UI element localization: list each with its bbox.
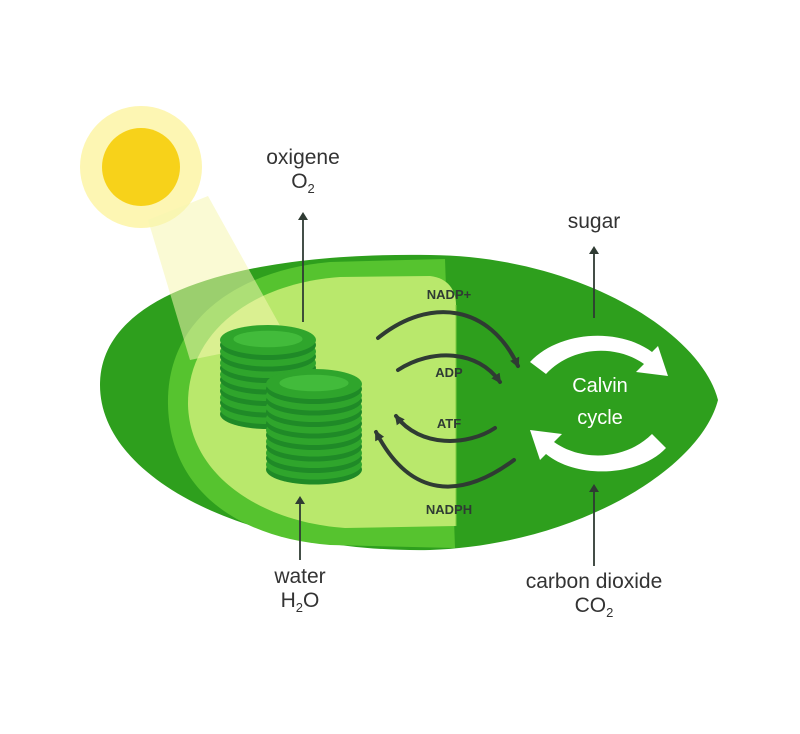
nadph-label: NADPH <box>426 502 472 517</box>
co2-label: carbon dioxide CO2 <box>526 570 663 621</box>
adp-label: ADP <box>435 365 463 380</box>
nadph-arrow <box>374 430 516 489</box>
oxygen-label: oxigene O2 <box>266 146 340 197</box>
atf-arrow <box>394 414 497 443</box>
calvin-cycle-label-line2: cycle <box>577 407 623 429</box>
water-name: water <box>274 565 326 588</box>
nadp-label: NADP+ <box>427 287 472 302</box>
water-label: water H2O <box>274 565 325 616</box>
sun-icon <box>80 106 202 228</box>
calvin-cycle-arrows <box>530 335 668 472</box>
adp-arrow <box>396 353 502 384</box>
water-formula: H2O <box>280 589 320 616</box>
sunlight-beam <box>148 196 288 360</box>
co2-name: carbon dioxide <box>525 570 663 593</box>
calvin-cycle-label-line1: Calvin <box>572 375 628 397</box>
thylakoid-top-highlight <box>279 374 349 392</box>
sugar-label: sugar <box>567 210 621 233</box>
thylakoid-stack-front <box>266 369 362 485</box>
co2-formula: CO2 <box>574 594 614 621</box>
oxygen-formula: O2 <box>291 170 315 197</box>
thylakoid-top-highlight <box>233 330 303 348</box>
atf-label: ATF <box>437 416 461 431</box>
nadp-arrow <box>376 310 520 368</box>
oxygen-name: oxigene <box>266 146 340 169</box>
